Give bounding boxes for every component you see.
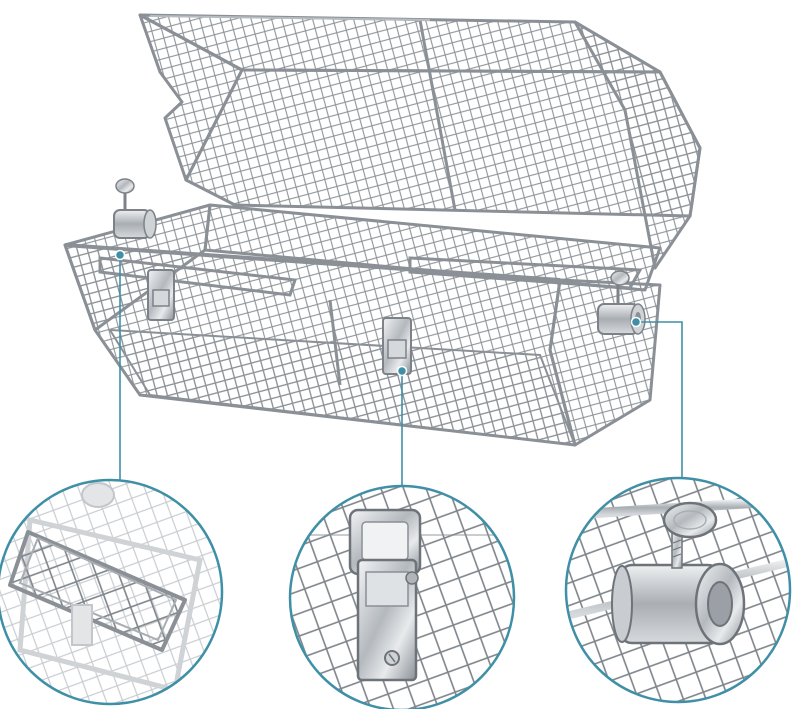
spit-collar-thumbscrew-detail — [564, 476, 792, 704]
basket-latch-left — [147, 269, 175, 321]
basket-lid — [138, 13, 702, 270]
basket-latch-center — [382, 317, 412, 375]
drip-tray-detail — [0, 478, 224, 706]
latch-clasp-detail — [288, 484, 516, 709]
basket-body — [63, 203, 662, 447]
callout-dots — [114, 249, 642, 377]
callout-leaders — [119, 256, 683, 485]
spit-collar-left — [113, 178, 157, 239]
